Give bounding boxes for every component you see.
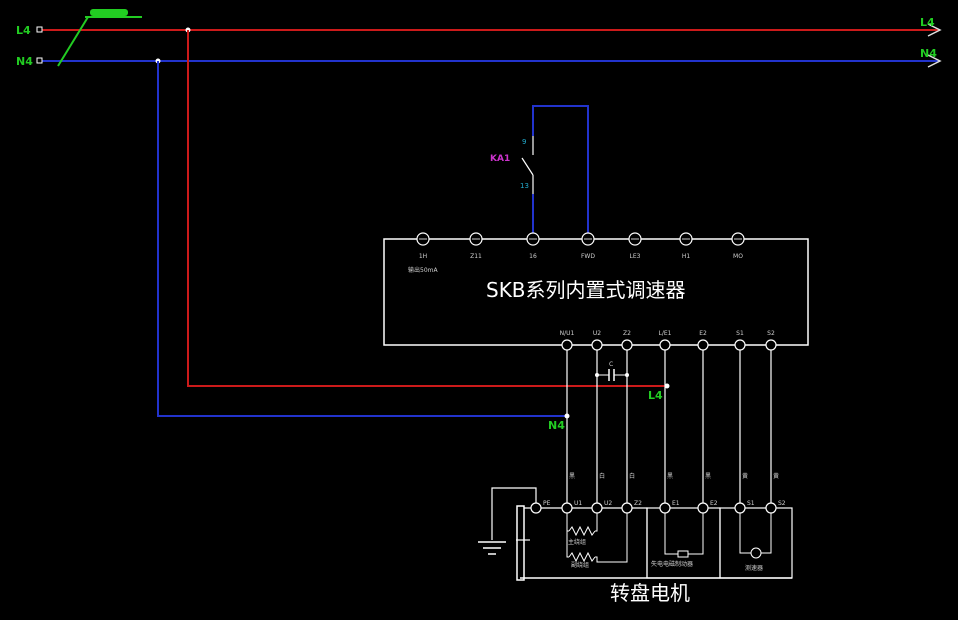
controller-bottom-terminal-label: Z2 (623, 330, 631, 337)
brake-icon (677, 550, 689, 558)
l4-branch-label: L4 (648, 389, 663, 402)
motor-terminal-label: PE (543, 500, 551, 507)
ground-wire (491, 487, 537, 540)
main-winding-icon (568, 525, 596, 537)
motor-terminal (697, 502, 709, 514)
controller-top-terminal-label: 1H (419, 253, 427, 260)
l4-branch-end-dot (664, 383, 670, 389)
supply-lines: L4 N4 L4 N4 (16, 16, 942, 68)
motor-terminal-label: E1 (672, 500, 680, 507)
main-switch[interactable] (57, 9, 142, 67)
wire-color-label: 黄 (742, 472, 748, 480)
speed-controller: SKB系列内置式调速器 输出50mA 1H Z11 16 FWD LE3 H1 MO N/U… (383, 232, 809, 351)
motor-terminal-label: U2 (604, 500, 612, 507)
controller-bottom-terminal (697, 339, 709, 351)
wire-color-label: 白 (629, 472, 635, 480)
n4-right-label: N4 (920, 47, 937, 60)
relay-contact-icon (521, 157, 534, 176)
relay-pin-bottom: 13 (520, 182, 529, 190)
motor-terminal-label: S2 (778, 500, 786, 507)
controller-top-terminal-label: Z11 (470, 253, 482, 260)
n4-left-label: N4 (16, 55, 33, 68)
motor-housing-edge (516, 505, 525, 581)
motor-terminal-label: S1 (747, 500, 755, 507)
controller-output-note: 输出50mA (408, 266, 438, 274)
controller-top-terminal-label: H1 (682, 253, 691, 260)
motor-terminal (659, 502, 671, 514)
controller-bottom-terminal (591, 339, 603, 351)
motor-terminals: PE U1 U2 Z2 E1 E2 S1 S2 (530, 500, 786, 514)
branch-wires: L4 N4 (155, 27, 670, 432)
controller-bottom-terminal-label: L/E1 (659, 330, 672, 337)
relay-name: KA1 (490, 154, 510, 164)
controller-motor-wires: 黑白白黑黑黄黄 (566, 350, 779, 503)
motor-terminal (621, 502, 633, 514)
wire-color-label: 黑 (667, 473, 673, 480)
controller-bottom-terminals: N/U1 U2 Z2 L/E1 E2 S1 S2 (560, 330, 777, 351)
controller-top-terminal-label: 16 (529, 253, 537, 260)
controller-bottom-terminal (561, 339, 573, 351)
motor-terminal (530, 502, 542, 514)
brake-label: 失电电磁制动器 (651, 560, 693, 568)
controller-bottom-terminal (621, 339, 633, 351)
controller-bottom-terminal-label: U2 (593, 330, 601, 337)
n4-branch-wire (157, 61, 567, 417)
l4-left-label: L4 (16, 24, 31, 37)
n4-terminal-icon (36, 57, 43, 64)
l4-arrow-icon (927, 23, 942, 37)
motor-terminal-label: Z2 (634, 500, 642, 507)
l4-terminal-icon (36, 26, 43, 33)
motor-terminal (734, 502, 746, 514)
aux-winding-icon (568, 551, 596, 563)
controller-title: SKB系列内置式调速器 (486, 278, 686, 302)
motor-terminal (561, 502, 573, 514)
motor-terminal (591, 502, 603, 514)
capacitor: C (595, 361, 629, 381)
aux-winding-label: 副绕组 (571, 561, 589, 569)
controller-top-terminal-label: LE3 (630, 253, 641, 260)
controller-bottom-terminal-label: S1 (736, 330, 744, 337)
motor-terminal-label: U1 (574, 500, 582, 507)
switch-blade (57, 16, 89, 67)
controller-bottom-terminal (659, 339, 671, 351)
relay-ka1[interactable]: KA1 9 13 (490, 105, 589, 238)
tacho-label: 测速器 (745, 564, 763, 572)
motor-terminal-label: E2 (710, 500, 718, 507)
wire-color-label: 白 (599, 472, 605, 480)
controller-bottom-terminal-label: N/U1 (560, 330, 575, 337)
tacho-icon (750, 547, 762, 559)
controller-top-terminal-label: FWD (581, 253, 595, 260)
wire-color-label: 黑 (569, 473, 575, 480)
main-winding-label: 主绕组 (568, 538, 586, 546)
relay-pin-top: 9 (522, 138, 526, 146)
motor: 主绕组 副绕组 失电电磁制动器 测速器 PE U1 U2 Z2 E1 E2 S1 S2 转盘电… (478, 487, 793, 605)
wire-color-label: 黑 (705, 473, 711, 480)
controller-bottom-terminal (765, 339, 777, 351)
motor-title: 转盘电机 (610, 581, 690, 605)
controller-top-terminal-label: MO (733, 253, 743, 260)
motor-terminal (765, 502, 777, 514)
l4-branch-wire (187, 30, 667, 387)
n4-arrow-icon (927, 54, 942, 68)
switch-handle-icon (90, 9, 128, 16)
n4-branch-label: N4 (548, 419, 565, 432)
capacitor-label: C (609, 361, 613, 368)
controller-top-terminals: 1H Z11 16 FWD LE3 H1 MO (416, 232, 745, 260)
l4-right-label: L4 (920, 16, 935, 29)
relay-loop-wire (532, 105, 589, 238)
controller-bottom-terminal (734, 339, 746, 351)
controller-bottom-terminal-label: S2 (767, 330, 775, 337)
wire-color-label: 黄 (773, 472, 779, 480)
controller-bottom-terminal-label: E2 (699, 330, 707, 337)
tacho-section (719, 507, 793, 579)
